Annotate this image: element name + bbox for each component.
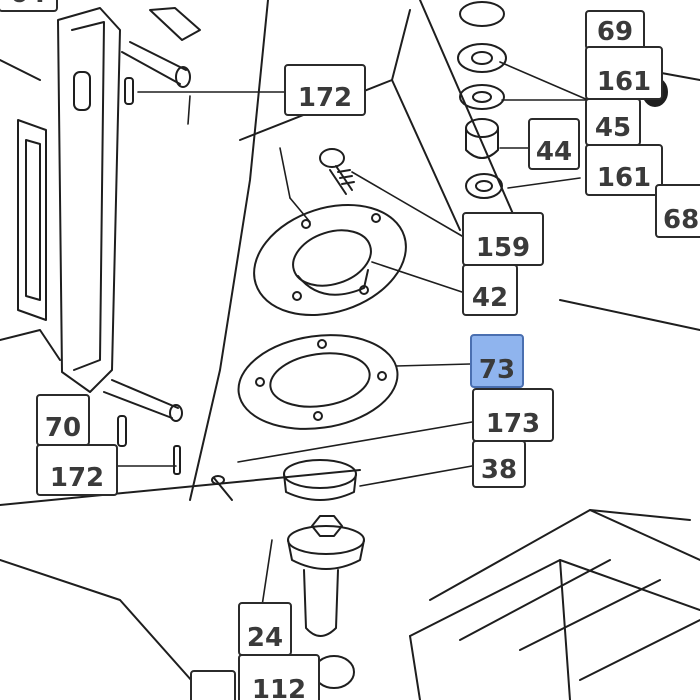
callout-label: 73: [478, 355, 516, 385]
callout-173[interactable]: 173: [472, 388, 554, 442]
callout-42[interactable]: 42: [462, 264, 518, 316]
screw-part: [319, 148, 355, 195]
callout-159[interactable]: 159: [462, 212, 544, 266]
gasket-part: [237, 334, 399, 430]
callout-112[interactable]: 112: [238, 654, 320, 700]
callout-label: 44: [535, 137, 573, 167]
callout-label: 24: [246, 623, 284, 653]
callout-70[interactable]: 70: [36, 394, 90, 446]
callout-label: 161: [596, 67, 652, 97]
callout-68[interactable]: 68: [655, 184, 700, 238]
callout-161[interactable]: 161: [585, 46, 663, 100]
callout-38[interactable]: 38: [472, 440, 526, 488]
ring-part: [283, 459, 357, 501]
callout-161[interactable]: 161: [585, 144, 663, 196]
callout-label: 64: [10, 0, 46, 7]
callout-69[interactable]: 69: [585, 10, 645, 50]
vertical-rail: [0, 7, 121, 393]
callout-172[interactable]: 172: [284, 64, 366, 116]
callout-label: 45: [594, 113, 632, 143]
callout-label: 68: [663, 205, 700, 235]
callout-label: 172: [49, 463, 105, 493]
flange-part: [253, 203, 407, 317]
callout-172[interactable]: 172: [36, 444, 118, 496]
callout-label: 38: [480, 455, 518, 485]
callout-blank[interactable]: [190, 670, 236, 700]
callout-45[interactable]: 45: [585, 98, 641, 146]
upper-pins: [121, 7, 201, 105]
callout-label: 42: [471, 283, 509, 313]
valve-part: [287, 515, 365, 689]
callout-73[interactable]: 73: [470, 334, 524, 388]
callout-label: 161: [596, 163, 652, 193]
callout-label: 112: [251, 675, 307, 700]
link-pin: [103, 379, 233, 501]
callout-label: 69: [596, 17, 634, 47]
callout-label: 172: [297, 83, 353, 113]
callout-label: 173: [485, 409, 541, 439]
callout-label: 70: [44, 413, 82, 443]
callout-64[interactable]: 64: [0, 0, 58, 12]
callout-24[interactable]: 24: [238, 602, 292, 656]
tank-part: [409, 509, 700, 700]
leader-lines: [115, 61, 657, 607]
callout-label: 159: [475, 233, 531, 263]
callout-44[interactable]: 44: [528, 118, 580, 170]
